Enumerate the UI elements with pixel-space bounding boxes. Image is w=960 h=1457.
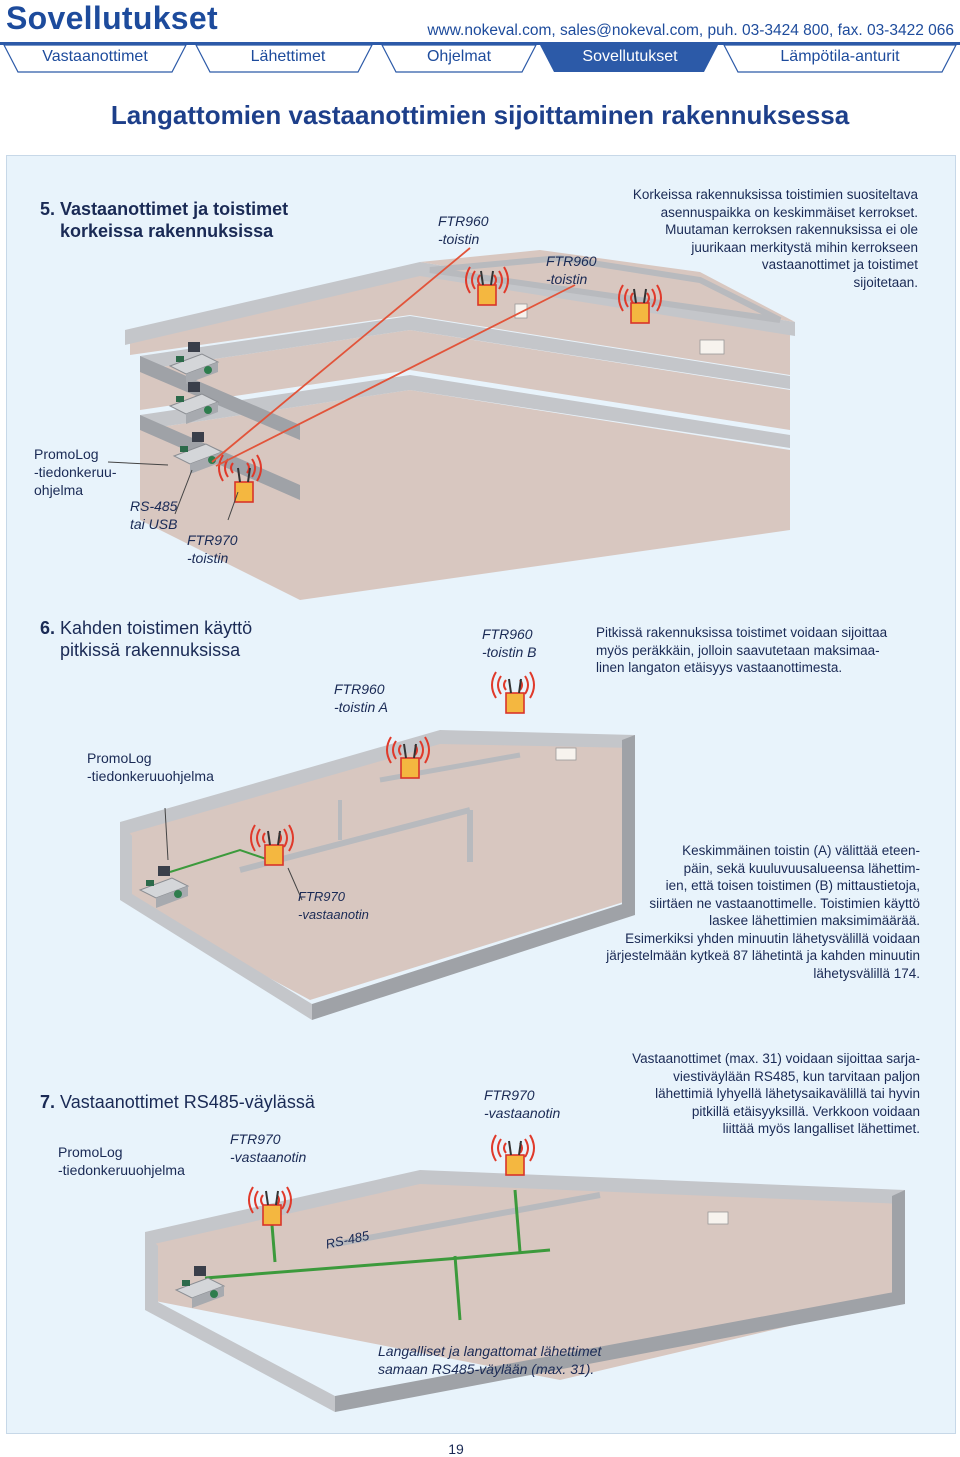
s5-description: Korkeissa rakennuksissa toistimien suosi…: [560, 186, 918, 291]
s5-ftr960-b-line2: -toistin: [546, 271, 588, 287]
nav-tabs-shape: [0, 42, 960, 73]
s7-text-line: pitkillä etäisyyksillä. Verkkoon voidaan: [691, 1103, 920, 1119]
s5-promolog-line2: -tiedonkeruu-: [34, 464, 117, 480]
s6-text-top-line: linen langaton etäisyys vastaanottimesta…: [596, 660, 843, 675]
s5-rs485-label: RS-485 tai USB: [130, 497, 177, 533]
s6-text-bottom-line: ien, että toisen toistimen (B) mittausti…: [665, 878, 920, 893]
tab-lahettimet[interactable]: Lähettimet: [250, 48, 326, 65]
s5-ftr960-a-line1: FTR960: [438, 213, 489, 229]
s5-text-line: juurikaan merkitystä mihin kerrokseen: [691, 239, 918, 255]
s6-ftr970-line2: -vastaanotin: [298, 907, 369, 922]
page-title: Langattomien vastaanottimien sijoittamin…: [110, 100, 850, 130]
s6-description-bottom: Keskimmäinen toistin (A) välittää eteen-…: [560, 842, 920, 982]
s6-promolog-line2: -tiedonkeruuohjelma: [87, 768, 214, 784]
s5-ftr960-b-line1: FTR960: [546, 253, 597, 269]
s5-ftr970-line1: FTR970: [187, 532, 238, 548]
tab-ohjelmat[interactable]: Ohjelmat: [426, 48, 492, 65]
s5-rs485-line2: tai USB: [130, 516, 178, 532]
section6-title-line2: pitkissä rakennuksissa: [60, 640, 241, 660]
s7-caption: Langalliset ja langattomat lähettimet sa…: [378, 1342, 601, 1378]
section5-title-line2: korkeissa rakennuksissa: [60, 221, 274, 241]
s5-ftr970-label: FTR970 -toistin: [187, 531, 238, 567]
s7-ftr970-a-line2: -vastaanotin: [230, 1149, 307, 1165]
s5-text-line: Korkeissa rakennuksissa toistimien suosi…: [632, 187, 918, 202]
section5-heading: 5. Vastaanottimet ja toistimet korkeissa…: [40, 198, 288, 242]
s7-caption-line2: samaan RS485-väylään (max. 31).: [378, 1361, 595, 1377]
s7-promolog-line2: -tiedonkeruuohjelma: [58, 1162, 185, 1178]
s5-text-line: sijoitetaan.: [853, 274, 918, 290]
s7-promolog-label: PromoLog -tiedonkeruuohjelma: [58, 1143, 185, 1179]
section6-heading: 6. Kahden toistimen käyttö pitkissä rake…: [40, 617, 252, 661]
s6-ftr960-b-label: FTR960 -toistin B: [482, 625, 536, 661]
s7-ftr970-b-line1: FTR970: [484, 1087, 535, 1103]
s7-ftr970-a-label: FTR970 -vastaanotin: [230, 1130, 306, 1166]
s7-caption-line1: Langalliset ja langattomat lähettimet: [378, 1343, 602, 1359]
s6-text-bottom-line: Keskimmäinen toistin (A) välittää eteen-: [682, 843, 920, 858]
s7-text-line: viestiväylään RS485, kun tarvitaan paljo…: [673, 1068, 920, 1084]
s6-promolog-label: PromoLog -tiedonkeruuohjelma: [87, 749, 214, 785]
s6-text-top-line: Pitkissä rakennuksissa toistimet voidaan…: [596, 625, 888, 640]
section6-number: 6.: [40, 618, 56, 638]
s6-ftr960-b-line1: FTR960: [482, 626, 533, 642]
s6-ftr970-label: FTR970 -vastaanotin: [298, 888, 369, 924]
s6-text-bottom-line: lähetysvälillä 174.: [813, 965, 920, 981]
tab-sovellutukset[interactable]: Sovellutukset: [582, 48, 678, 65]
s5-ftr960-b-label: FTR960 -toistin: [546, 252, 597, 288]
s5-text-line: asennuspaikka on keskimmäiset kerrokset.: [660, 204, 918, 220]
section5-number: 5.: [40, 199, 56, 219]
s6-ftr970-line1: FTR970: [298, 889, 345, 904]
section7-number: 7.: [40, 1092, 56, 1112]
s6-description-top: Pitkissä rakennuksissa toistimet voidaan…: [596, 624, 926, 677]
s7-ftr970-b-line2: -vastaanotin: [484, 1105, 561, 1121]
section6-title-line1: Kahden toistimen käyttö: [60, 618, 253, 638]
s5-promolog-label: PromoLog -tiedonkeruu- ohjelma: [34, 445, 117, 499]
building-tall: [107, 247, 795, 600]
brand-title: Sovellutukset: [6, 0, 218, 36]
s6-ftr960-a-line1: FTR960: [334, 681, 385, 697]
s6-text-bottom-line: päin, sekä kuuluvuusalueensa lähettim-: [683, 860, 920, 876]
s5-text-line: Muutaman kerroksen rakennuksissa ei ole: [665, 222, 918, 237]
tab-lampotila-anturit[interactable]: Lämpötila-anturit: [780, 48, 900, 65]
s7-promolog-line1: PromoLog: [58, 1144, 123, 1160]
s7-text-line: liittää myös langalliset lähettimet.: [722, 1121, 920, 1136]
s5-promolog-line1: PromoLog: [34, 446, 99, 462]
s6-text-bottom-line: laskee lähettimien maksimimäärää.: [709, 913, 920, 928]
s5-text-line: vastaanottimet ja toistimet: [761, 257, 918, 272]
s7-text-line: Vastaanottimet (max. 31) voidaan sijoitt…: [632, 1051, 920, 1066]
page-number: 19: [448, 1441, 464, 1457]
s6-text-bottom-line: järjestelmään kytkeä 87 lähetintä ja kah…: [606, 948, 920, 963]
nav-active-bg: [540, 45, 718, 72]
s5-ftr960-a-label: FTR960 -toistin: [438, 212, 489, 248]
s7-text-line: lähettimiä lyhyellä lähetysaikavälillä t…: [655, 1086, 920, 1101]
contact-info: www.nokeval.com, sales@nokeval.com, puh.…: [427, 22, 954, 39]
section7-title: Vastaanottimet RS485-väylässä: [60, 1092, 315, 1112]
s6-ftr960-b-line2: -toistin B: [482, 644, 537, 660]
s5-ftr970-line2: -toistin: [187, 550, 229, 566]
tab-vastaanottimet[interactable]: Vastaanottimet: [42, 48, 148, 65]
section7-heading: 7. Vastaanottimet RS485-väylässä: [40, 1091, 315, 1113]
section5-title-line1: Vastaanottimet ja toistimet: [60, 199, 289, 219]
building-long: [120, 671, 635, 1020]
building-bus: [145, 1134, 905, 1412]
s5-promolog-line3: ohjelma: [34, 482, 84, 498]
s6-text-bottom-line: siirtäen ne vastaanottimelle. Toistimien…: [649, 895, 920, 911]
s7-description: Vastaanottimet (max. 31) voidaan sijoitt…: [590, 1050, 920, 1138]
s6-promolog-line1: PromoLog: [87, 750, 152, 766]
s5-rs485-line1: RS-485: [130, 498, 178, 514]
top-nav: Vastaanottimet Lähettimet Ohjelmat Sovel…: [0, 42, 960, 74]
s7-ftr970-b-label: FTR970 -vastaanotin: [484, 1086, 560, 1122]
s6-ftr960-a-label: FTR960 -toistin A: [334, 680, 388, 716]
s5-ftr960-a-line2: -toistin: [438, 231, 480, 247]
s6-ftr960-a-line2: -toistin A: [334, 699, 388, 715]
s6-text-top-line: myös peräkkäin, jolloin saavutetaan maks…: [596, 642, 880, 658]
s7-ftr970-a-line1: FTR970: [230, 1131, 281, 1147]
s6-text-bottom-line: Esimerkiksi yhden minuutin lähetysvälill…: [625, 930, 920, 946]
